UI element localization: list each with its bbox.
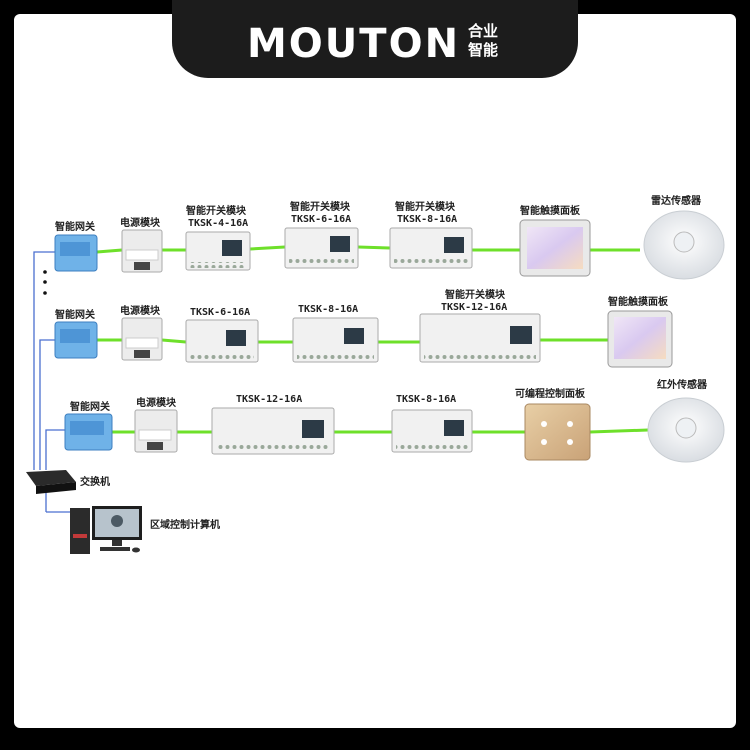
r2m2-model: TKSK-8-16A xyxy=(298,304,359,315)
radar-sensor-device xyxy=(643,210,725,280)
power-module-2 xyxy=(121,317,163,361)
switch-module-r3-2 xyxy=(391,409,473,453)
switch-module-r3-1 xyxy=(211,407,335,455)
switch-module-r1-3 xyxy=(389,227,473,269)
continuation-dots xyxy=(43,270,47,295)
infrared-sensor-label: 红外传感器 xyxy=(657,380,707,391)
switch-module-r2-2 xyxy=(292,317,379,363)
brand-cn: 合业 智能 xyxy=(468,22,498,60)
radar-sensor-label: 雷达传感器 xyxy=(651,196,701,207)
r1m3-model: TKSK-8-16A xyxy=(397,214,458,225)
computer-label: 区域控制计算机 xyxy=(150,520,220,531)
r1m2-title: 智能开关模块 xyxy=(290,202,350,213)
r2-touch-label: 智能触摸面板 xyxy=(608,297,668,308)
gateway-device-3 xyxy=(64,413,113,451)
r1m2-model: TKSK-6-16A xyxy=(291,214,352,225)
r1m1-title: 智能开关模块 xyxy=(186,206,246,217)
touch-panel-r2 xyxy=(607,310,673,368)
r2m3-model: TKSK-12-16A xyxy=(441,302,508,313)
gateway-label-3: 智能网关 xyxy=(70,402,110,413)
gateway-label-2: 智能网关 xyxy=(55,310,95,321)
switch-module-r1-2 xyxy=(284,227,359,269)
gateway-device-1 xyxy=(54,234,98,272)
programmable-panel-device xyxy=(524,403,591,461)
switch-label: 交换机 xyxy=(80,477,110,488)
r3m2-model: TKSK-8-16A xyxy=(396,394,457,405)
bus-lines xyxy=(96,245,649,434)
brand-cn-line1: 合业 xyxy=(468,22,499,40)
infrared-sensor-device xyxy=(647,397,725,463)
switch-module-r2-3 xyxy=(419,313,541,363)
switch-module-r2-1 xyxy=(185,319,259,363)
power-label-1: 电源模块 xyxy=(120,218,160,229)
computer-device xyxy=(70,506,142,554)
power-module-3 xyxy=(134,409,178,453)
r3m1-model: TKSK-12-16A xyxy=(236,394,303,405)
gateway-label-1: 智能网关 xyxy=(55,222,95,233)
network-cables xyxy=(33,251,70,513)
programmable-panel-label: 可编程控制面板 xyxy=(515,389,585,400)
power-label-2: 电源模块 xyxy=(120,306,160,317)
r1-touch-label: 智能触摸面板 xyxy=(520,206,580,217)
power-module-1 xyxy=(121,229,163,273)
r1m1-model: TKSK-4-16A xyxy=(188,218,249,229)
r1m3-title: 智能开关模块 xyxy=(395,202,455,213)
r2m3-title: 智能开关模块 xyxy=(445,290,505,301)
header-tab xyxy=(172,0,578,78)
network-switch-device xyxy=(26,470,76,494)
touch-panel-r1 xyxy=(519,219,591,277)
brand-logo: MOUTON xyxy=(247,21,461,67)
r2m1-model: TKSK-6-16A xyxy=(190,307,251,318)
brand-cn-line2: 智能 xyxy=(468,41,499,59)
power-label-3: 电源模块 xyxy=(136,398,176,409)
gateway-device-2 xyxy=(54,321,98,359)
switch-module-r1-1 xyxy=(185,231,251,271)
diagram-canvas xyxy=(14,14,736,728)
